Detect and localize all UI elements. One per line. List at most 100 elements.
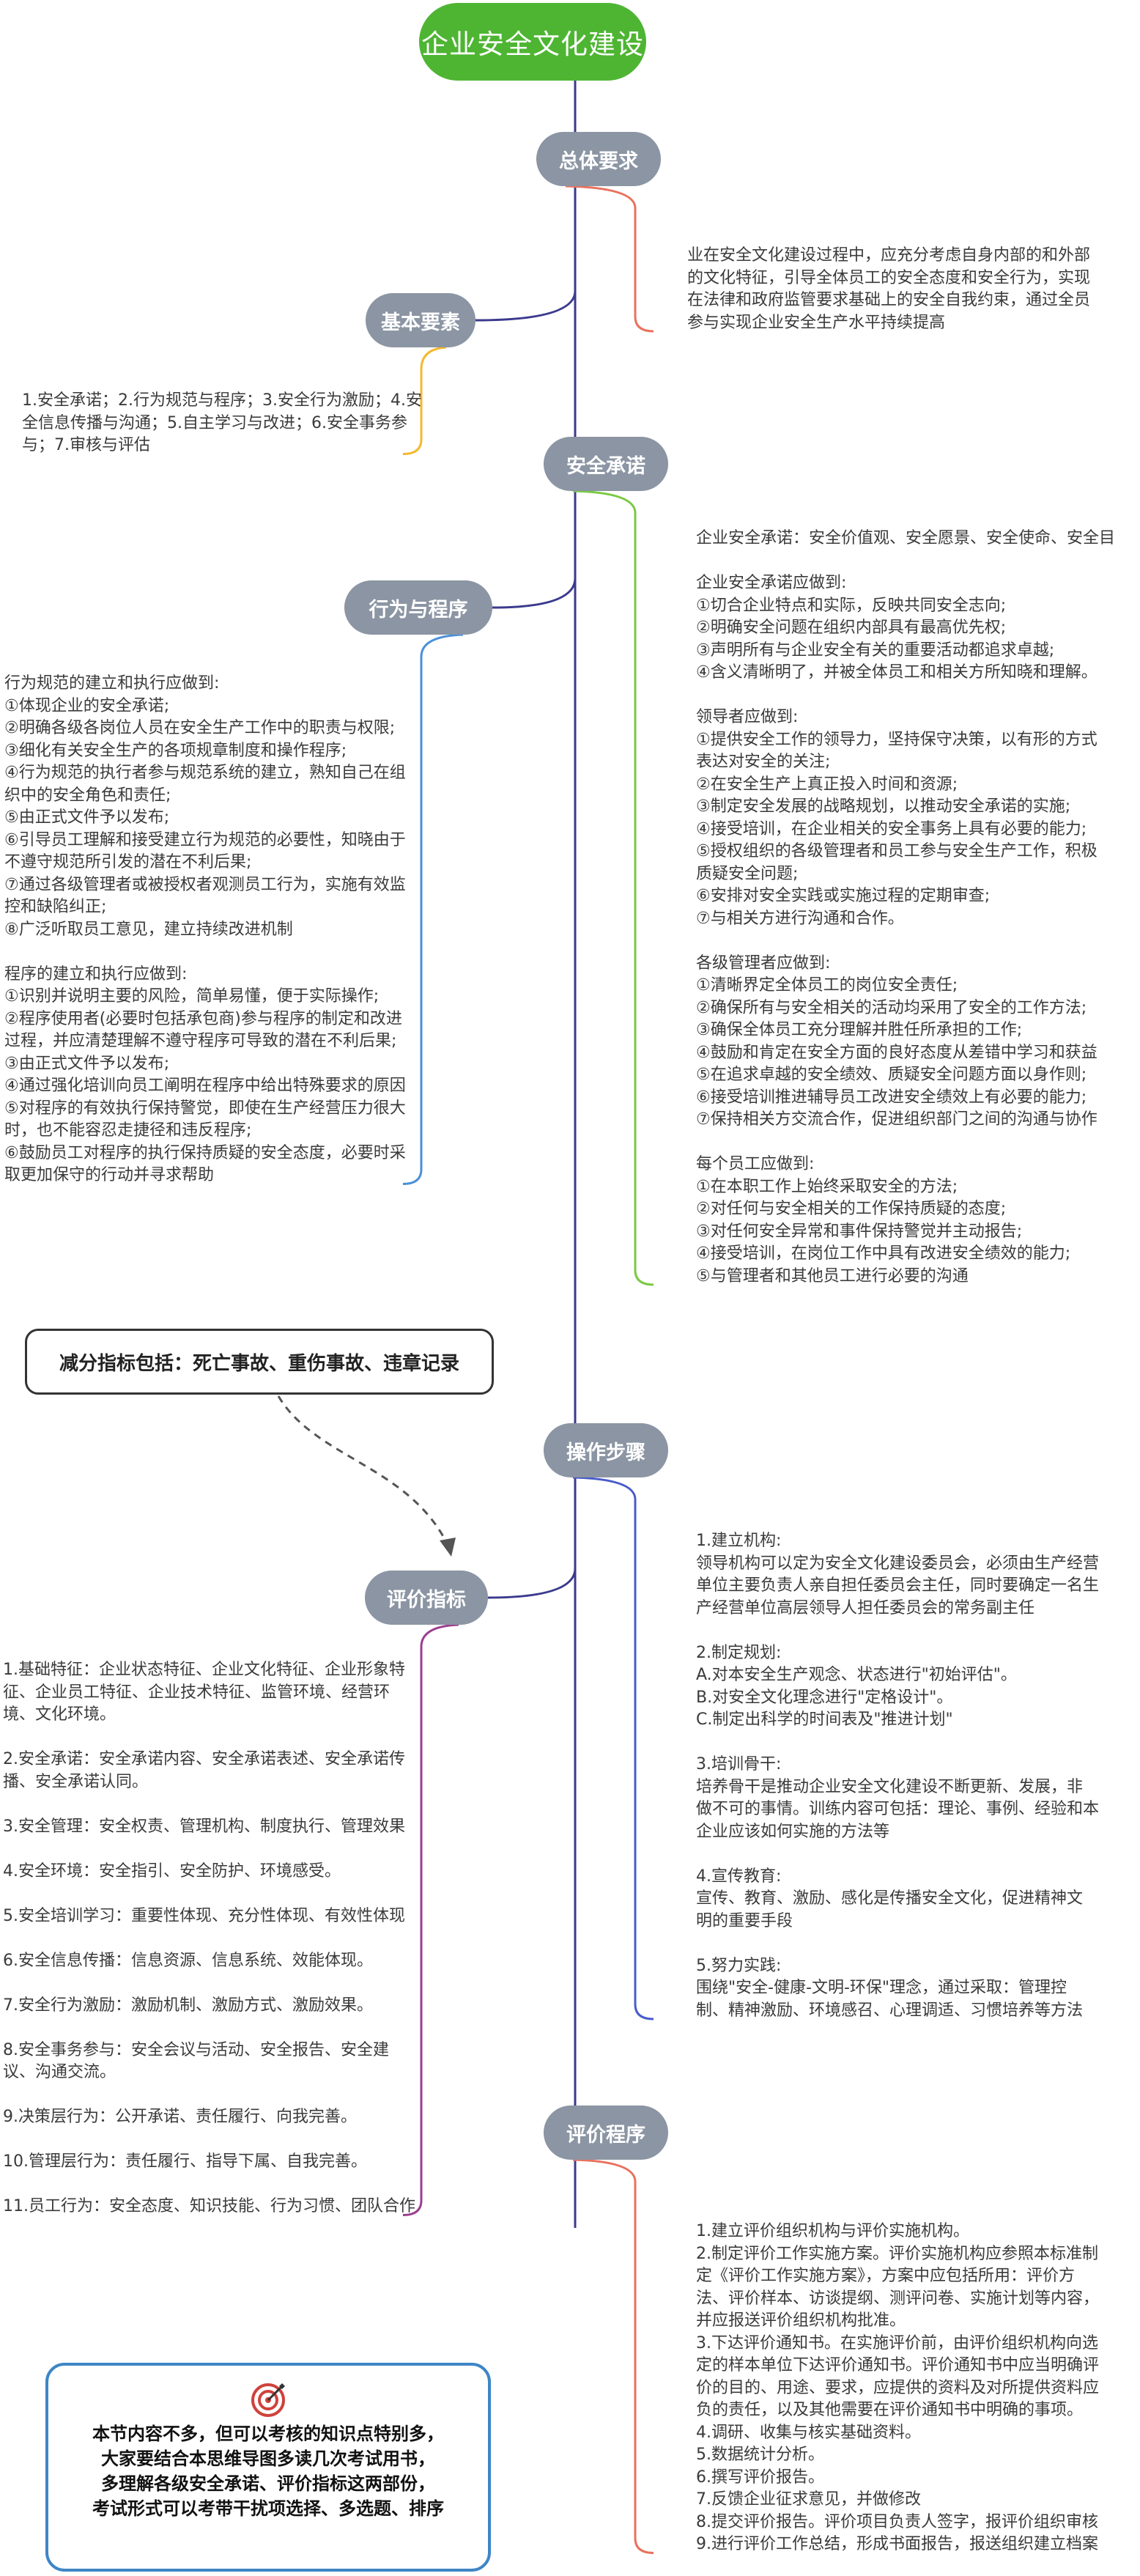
text-line: 3.下达评价通知书。在实施评价前，由评价组织机构向选 [696,2333,1098,2352]
text-line: 11.员工行为：安全态度、知识技能、行为习惯、团队合作 [3,2197,415,2215]
text-line: 价的目的、用途、要求，应提供的资料及对所提供资料应 [696,2378,1100,2397]
study-note: 本节内容不多，但可以考核的知识点特别多，大家要结合本思维导图多读几次考试用书，多… [45,2363,491,2572]
text-line: 9.决策层行为：公开承诺、责任履行、向我完善。 [3,2108,357,2126]
branch-procedure[interactable]: 评价程序 [544,2106,668,2160]
bracket-commit [572,490,654,1286]
text-line: ⑦与相关方进行沟通和合作。 [696,909,904,928]
branch-overall[interactable]: 总体要求 [536,132,661,186]
text-line: ③声明所有与企业安全有关的重要活动都追求卓越; [696,641,1055,660]
text-line: 参与实现企业安全生产水平持续提高 [687,313,946,332]
text-line: ②对任何与安全相关的工作保持质疑的态度; [696,1200,1007,1218]
text-line: 各级管理者应做到: [696,953,831,973]
text-line: 5.数据统计分析。 [696,2446,824,2464]
text-line [3,1838,415,1861]
branch-connector-behavior [492,577,577,609]
text-line: 征、企业员工特征、企业技术特征、监管环境、经营环 [3,1683,391,1702]
text-line: ②在安全生产上真正投入时间和资源; [696,775,958,794]
text-line: ①识别并说明主要的风险，简单易懂，便于实际操作; [4,987,380,1005]
text-line: 1.建立评价组织机构与评价实施机构。 [696,2222,969,2240]
text-line: ⑦保持相关方交流合作，促进组织部门之间的沟通与协作 [696,1110,1098,1129]
text-line: 控和缺陷纠正; [4,898,107,916]
text-line [3,2084,415,2107]
branch-steps[interactable]: 操作步骤 [544,1423,668,1477]
branch-indicators[interactable]: 评价指标 [365,1571,488,1625]
text-line: 境、文化环境。 [3,1705,116,1724]
text-line: 单位主要负责人亲自担任委员会主任，同时要确定一名生 [696,1576,1100,1595]
text-line: ②明确安全问题在组织内部具有最高优先权; [696,619,1007,637]
text-line: ④接受培训，在企业相关的安全事务上具有必要的能力; [696,819,1087,838]
bracket-basic [402,346,447,455]
text-line: 业在安全文化建设过程中，应充分考虑自身内部的和外部 [687,246,1091,265]
text-line: 2.制定评价工作实施方案。评价实施机构应参照本标准制 [696,2244,1098,2263]
text-line: 围绕"安全-健康-文明-环保"理念，通过采取：管理控 [696,1979,1067,1997]
text-line: 1.建立机构: [696,1532,782,1550]
text-line: 5.努力实践: [696,1956,782,1975]
text-line: 程序的建立和执行应做到: [4,964,188,983]
note-line: 多理解各级安全承诺、评价指标这两部份， [101,2473,435,2494]
text-line: ①切合企业特点和实际，反映共同安全志向; [696,596,1007,615]
text-line: 做不可的事情。训练内容可包括：理论、事例、经验和本 [696,1800,1100,1818]
text-line: 全信息传播与沟通；5.自主学习与改进；6.安全事务参 [22,413,407,432]
text-line: 4.调研、收集与核实基础资料。 [696,2423,921,2442]
branch-behavior[interactable]: 行为与程序 [344,580,492,635]
deduction-callout: 减分指标包括：死亡事故、重伤事故、违章记录 [25,1329,494,1395]
bracket-overall [565,185,654,333]
text-line [3,1793,415,1816]
text-line: ⑦通过各级管理者或被授权者观测员工行为，实施有效监 [4,875,406,894]
text-line: 不遵守规范所引发的潜在不利后果; [4,853,252,871]
arrow-head-icon [440,1538,456,1557]
text-line: 1.安全承诺；2.行为规范与程序；3.安全行为激励；4.安 [22,391,422,410]
text-line [696,930,1115,953]
text-line: ④含义清晰明了，并被全体员工和相关方所知晓和理解。 [696,663,1098,682]
text-line: 企业安全承诺：安全价值观、安全愿景、安全使命、安全目 [696,529,1116,547]
text-line: 6.安全信息传播：信息资源、信息系统、效能体现。 [3,1951,373,1970]
text-line [3,2017,415,2040]
text-line: 2.制定规划: [696,1643,782,1662]
text-line: 2.安全承诺：安全承诺内容、安全承诺表述、安全承诺传 [3,1750,405,1768]
text-line: ②程序使用者(必要时包括承包商)参与程序的制定和改进 [4,1009,402,1028]
text-line: 领导机构可以定为安全文化建设委员会，必须由生产经营 [696,1554,1100,1573]
text-line [696,1132,1115,1154]
text-line: 制、精神激励、环境感召、心理调适、习惯培养等方法 [696,2001,1084,2020]
text-line [3,1927,415,1950]
text-line: 负的责任，以及其他需要在评价通知书中明确的事项。 [696,2401,1084,2419]
text-line [696,1620,1099,1642]
text-line: 时，也不能容忍走捷径和违反程序; [4,1121,252,1140]
text-line: ④通过强化培训向员工阐明在程序中给出特殊要求的原因 [4,1077,406,1095]
text-line: ⑥鼓励员工对程序的执行保持质疑的安全态度，必要时采 [4,1143,406,1162]
text-line: ⑤与管理者和其他员工进行必要的沟通 [696,1266,969,1285]
branch-indicators-text: 1.基础特征：企业状态特征、企业文化特征、企业形象特征、企业员工特征、企业技术特… [3,1659,415,2218]
branch-basic-text: 1.安全承诺；2.行为规范与程序；3.安全行为激励；4.安全信息传播与沟通；5.… [22,390,422,457]
text-line [696,1732,1099,1754]
text-line: ⑤在追求卓越的安全绩效、质疑安全问题方面以身作则; [696,1066,1087,1084]
branch-procedure-text: 1.建立评价组织机构与评价实施机构。 2.制定评价工作实施方案。评价实施机构应参照… [696,2221,1099,2556]
text-line: ①体现企业的安全承诺; [4,696,170,715]
text-line: 6.撰写评价报告。 [696,2468,824,2487]
text-line: ⑤授权组织的各级管理者和员工参与安全生产工作，积极 [696,842,1098,860]
branch-commit[interactable]: 安全承诺 [544,437,668,491]
text-line [3,2129,415,2152]
text-line: 4.安全环境：安全指引、安全防护、环境感受。 [3,1861,341,1881]
text-line: 明的重要手段 [696,1911,793,1930]
text-line: 织中的安全角色和责任; [4,786,171,805]
text-line: 产经营单位高层领导人担任委员会的常务副主任 [696,1598,1035,1617]
text-line: ②明确各级各岗位人员在安全生产工作中的职责与权限; [4,719,396,737]
text-line [3,2174,415,2196]
branch-commit-text: 企业安全承诺：安全价值观、安全愿景、安全使命、安全目企业安全承诺应做到:①切合企… [696,528,1115,1288]
text-line: 宣传、教育、激励、感化是传播安全文化，促进精神文 [696,1889,1084,1908]
root-topic[interactable]: 企业安全文化建设 [419,3,646,81]
text-line [696,684,1115,707]
text-line: 1.基础特征：企业状态特征、企业文化特征、企业形象特 [3,1661,405,1679]
text-line: ②确保所有与安全相关的活动均采用了安全的工作方法; [696,998,1087,1017]
branch-basic[interactable]: 基本要素 [366,293,475,347]
text-line: ③对任何安全异常和事件保持警觉并主动报告; [696,1222,1023,1241]
text-line: ①清晰界定全体员工的岗位安全责任; [696,976,958,994]
text-line: 9.进行评价工作总结，形成书面报告，报送组织建立档案 [696,2535,1098,2553]
text-line: ⑤对程序的有效执行保持警觉，即使在生产经营压力很大 [4,1099,406,1118]
text-line: 企业应该如何实施的方法等 [696,1822,890,1841]
text-line: 法、评价样本、访谈提纲、测评问卷、实施计划等内容， [696,2289,1100,2308]
text-line: 在法律和政府监管要求基础上的安全自我约束，通过全员 [687,291,1091,309]
bracket-indicators [402,1623,459,2216]
text-line [696,1933,1099,1955]
text-line: 10.管理层行为：责任履行、指导下属、自我完善。 [3,2152,367,2171]
